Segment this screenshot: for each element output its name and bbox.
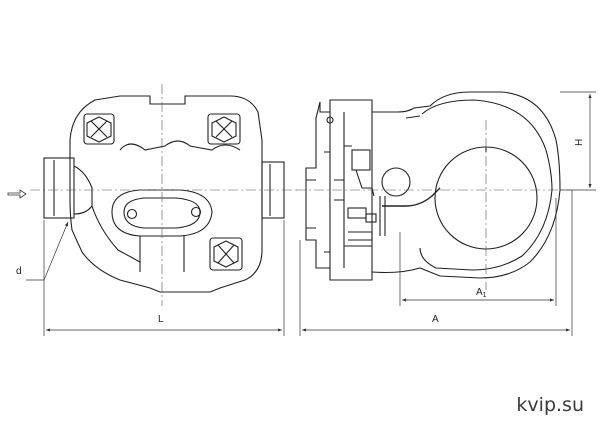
dim-L bbox=[43, 220, 285, 336]
dim-d-leader bbox=[26, 221, 69, 281]
dim-A1 bbox=[399, 198, 557, 306]
dim-A bbox=[299, 190, 573, 336]
watermark-text: kvip.su bbox=[516, 394, 584, 416]
dim-H bbox=[560, 91, 596, 191]
front-center-lines bbox=[30, 84, 300, 306]
oval-flange bbox=[111, 189, 213, 237]
front-cover-top bbox=[119, 140, 241, 151]
bolt-top-left bbox=[83, 113, 115, 145]
lever-arm bbox=[382, 187, 441, 207]
label-L: L bbox=[158, 314, 164, 325]
front-body-outline bbox=[69, 95, 263, 293]
label-A: A bbox=[432, 314, 439, 325]
small-ball bbox=[381, 167, 411, 197]
side-body-outline bbox=[305, 91, 561, 281]
inlet-pipe bbox=[43, 157, 75, 219]
bolt-bottom-right bbox=[209, 237, 243, 271]
label-d: d bbox=[16, 266, 22, 277]
side-view bbox=[305, 91, 561, 281]
bolt-top-right bbox=[207, 113, 241, 145]
flow-arrow-icon bbox=[7, 189, 27, 199]
label-H: H bbox=[574, 139, 585, 146]
side-center-lines bbox=[296, 120, 572, 290]
valve-seat bbox=[351, 149, 371, 171]
front-view bbox=[43, 95, 285, 293]
label-A1: A1 bbox=[476, 287, 487, 299]
